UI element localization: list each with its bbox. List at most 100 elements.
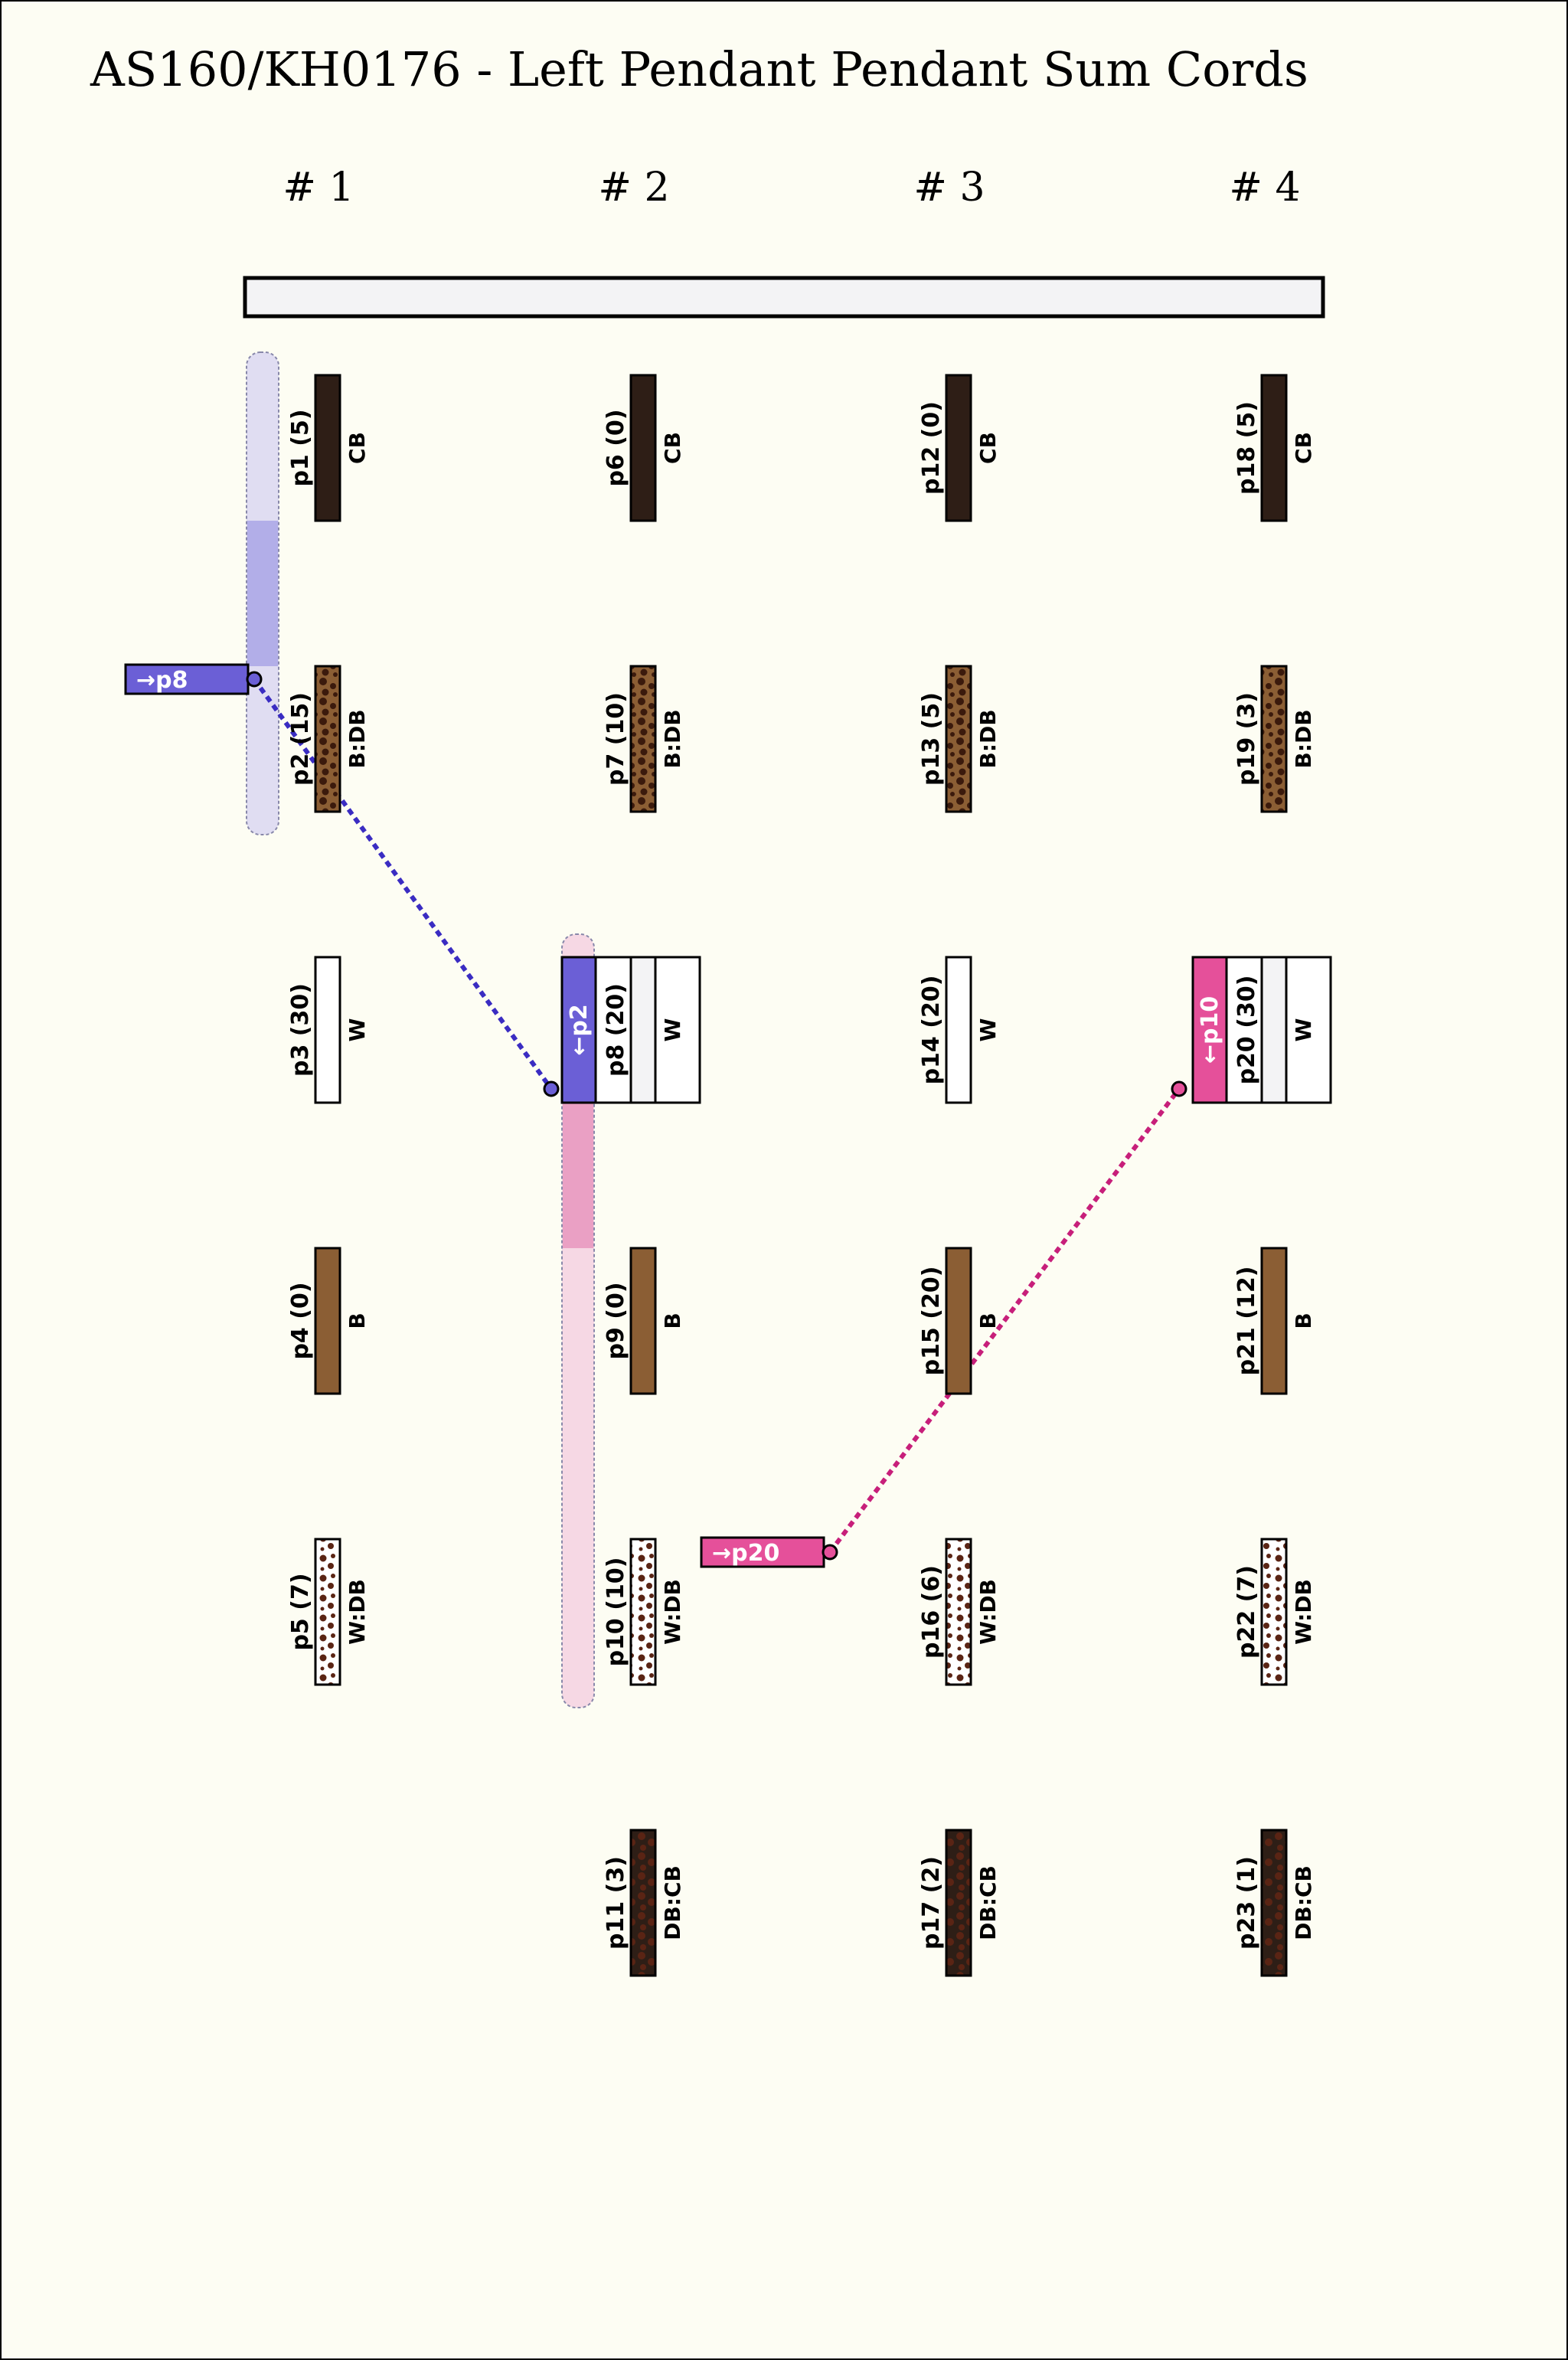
pendant-label: p3 (30)	[287, 983, 314, 1077]
cord-db-cb	[629, 1829, 657, 1977]
pendant-label: p17 (2)	[918, 1856, 945, 1950]
sum-band-blue	[246, 351, 279, 835]
color-code-label: B:DB	[345, 709, 370, 768]
pendant-label: p20 (30)	[1233, 976, 1260, 1085]
pendant-p12: p12 (0) CB	[918, 374, 1001, 522]
sum-tags: →p8 ←p2 →p20 ←p10	[124, 663, 1228, 1568]
tag-text: ←p2	[566, 1004, 593, 1056]
cord-w	[1260, 956, 1288, 1104]
color-code-label: CB	[660, 432, 685, 464]
diagram-title: AS160/KH0176 - Left Pendant Pendant Sum …	[90, 41, 1308, 97]
cord-b-db	[629, 665, 657, 813]
pendant-label: p11 (3)	[603, 1856, 629, 1950]
tag-box	[560, 956, 597, 1104]
color-code-label: DB:CB	[660, 1865, 685, 1940]
color-code-label: B:DB	[1291, 709, 1316, 768]
sum-tag-p2: →p8	[124, 663, 263, 695]
pendant-label: p5 (7)	[287, 1573, 314, 1650]
pendant-p5: p5 (7) W:DB	[287, 1538, 370, 1686]
cord-cb	[314, 374, 341, 522]
cord-b-db	[1260, 665, 1288, 813]
color-code-label: W:DB	[1291, 1579, 1316, 1645]
color-code-label: W	[345, 1018, 370, 1041]
link-line-blue	[252, 678, 554, 1090]
pendant-label: p12 (0)	[918, 401, 945, 495]
color-code-label: B:DB	[660, 709, 685, 768]
sum-band-pink	[561, 933, 595, 1708]
pendant-label: p21 (12)	[1233, 1267, 1260, 1376]
color-code-label: W	[660, 1018, 685, 1041]
primary-cord	[243, 276, 1325, 319]
link-line-pink	[828, 1087, 1181, 1554]
pendant-label: p22 (7)	[1233, 1565, 1260, 1659]
pendant-p23: p23 (1) DB:CB	[1233, 1829, 1316, 1977]
color-code-label: CB	[975, 432, 1001, 464]
pendant-p1: p1 (5)CB	[287, 374, 370, 522]
tag-text: →p20	[712, 1540, 779, 1567]
cord-w-db	[314, 1538, 341, 1686]
link-start-dot	[246, 671, 263, 688]
cord-cb	[945, 374, 972, 522]
cord-w	[945, 956, 972, 1104]
pendant-p22: p22 (7) W:DB	[1233, 1538, 1316, 1686]
cord-w	[629, 956, 657, 1104]
pendant-p4: p4 (0) B	[287, 1247, 370, 1395]
pendant-label: p1 (5)	[287, 409, 314, 486]
cord-w-db	[945, 1538, 972, 1686]
cord-cb	[629, 374, 657, 522]
pendant-p14: p14 (20)W	[918, 956, 1001, 1104]
cord-db-cb	[1260, 1829, 1288, 1977]
sum-tag-p20: ←p10	[1171, 956, 1228, 1104]
pendant-label: p16 (6)	[918, 1565, 945, 1659]
pendant-label: p2 (15)	[287, 692, 314, 786]
cord-w-db	[1260, 1538, 1288, 1686]
pendant-label: p6 (0)	[603, 409, 629, 486]
pendant-label: p13 (5)	[918, 692, 945, 786]
pendant-p7: p7 (10) B:DB	[603, 665, 685, 813]
pendant-p21: p21 (12)B	[1233, 1247, 1316, 1395]
cord-cb	[1260, 374, 1288, 522]
group-label-4: # 4	[1229, 165, 1300, 211]
color-code-label: B	[345, 1312, 370, 1329]
pendant-p9: p9 (0)B	[603, 1247, 685, 1395]
pendant-label: p9 (0)	[603, 1282, 629, 1359]
color-code-label: B:DB	[975, 709, 1001, 768]
cord-w-db	[629, 1538, 657, 1686]
pendant-p13: p13 (5) B:DB	[918, 665, 1001, 813]
pendant-p15: p15 (20)B	[918, 1247, 1001, 1395]
pendant-p10: p10 (10) W:DB	[603, 1538, 685, 1686]
pendant-p19: p19 (3) B:DB	[1233, 665, 1316, 813]
cord-b	[945, 1247, 972, 1395]
color-code-label: CB	[1291, 432, 1316, 464]
color-code-label: DB:CB	[1291, 1865, 1316, 1940]
pendant-p6: p6 (0) CB	[603, 374, 685, 522]
cord-b	[1260, 1247, 1288, 1395]
pendant-label: p10 (10)	[603, 1558, 629, 1667]
color-code-label: W:DB	[345, 1579, 370, 1645]
pendant-label: p8 (20)	[603, 983, 629, 1077]
pendant-label: p19 (3)	[1233, 692, 1260, 786]
pendant-label: p15 (20)	[918, 1267, 945, 1376]
pendant-label: p23 (1)	[1233, 1856, 1260, 1950]
sum-tag-p10: →p20	[700, 1536, 838, 1568]
cord-b-db	[945, 665, 972, 813]
pendant-label: p4 (0)	[287, 1282, 314, 1359]
cord-b	[314, 1247, 341, 1395]
color-code-label: W:DB	[660, 1579, 685, 1645]
tag-box	[1191, 956, 1228, 1104]
pendant-label: p7 (10)	[603, 692, 629, 786]
cord-b	[629, 1247, 657, 1395]
pendant-p2: p2 (15) B:DB	[287, 665, 370, 813]
band-stripe	[247, 521, 278, 666]
pendant-p17: p17 (2)DB:CB	[918, 1829, 1001, 1977]
sum-link-lines	[252, 678, 1181, 1554]
color-code-label: W	[975, 1018, 1001, 1041]
cord-b-db	[314, 665, 341, 813]
tag-text: ←p10	[1197, 996, 1223, 1064]
band-stripe	[563, 1103, 593, 1248]
sum-tag-p8: ←p2	[543, 956, 597, 1104]
link-end-dot	[543, 1080, 560, 1097]
